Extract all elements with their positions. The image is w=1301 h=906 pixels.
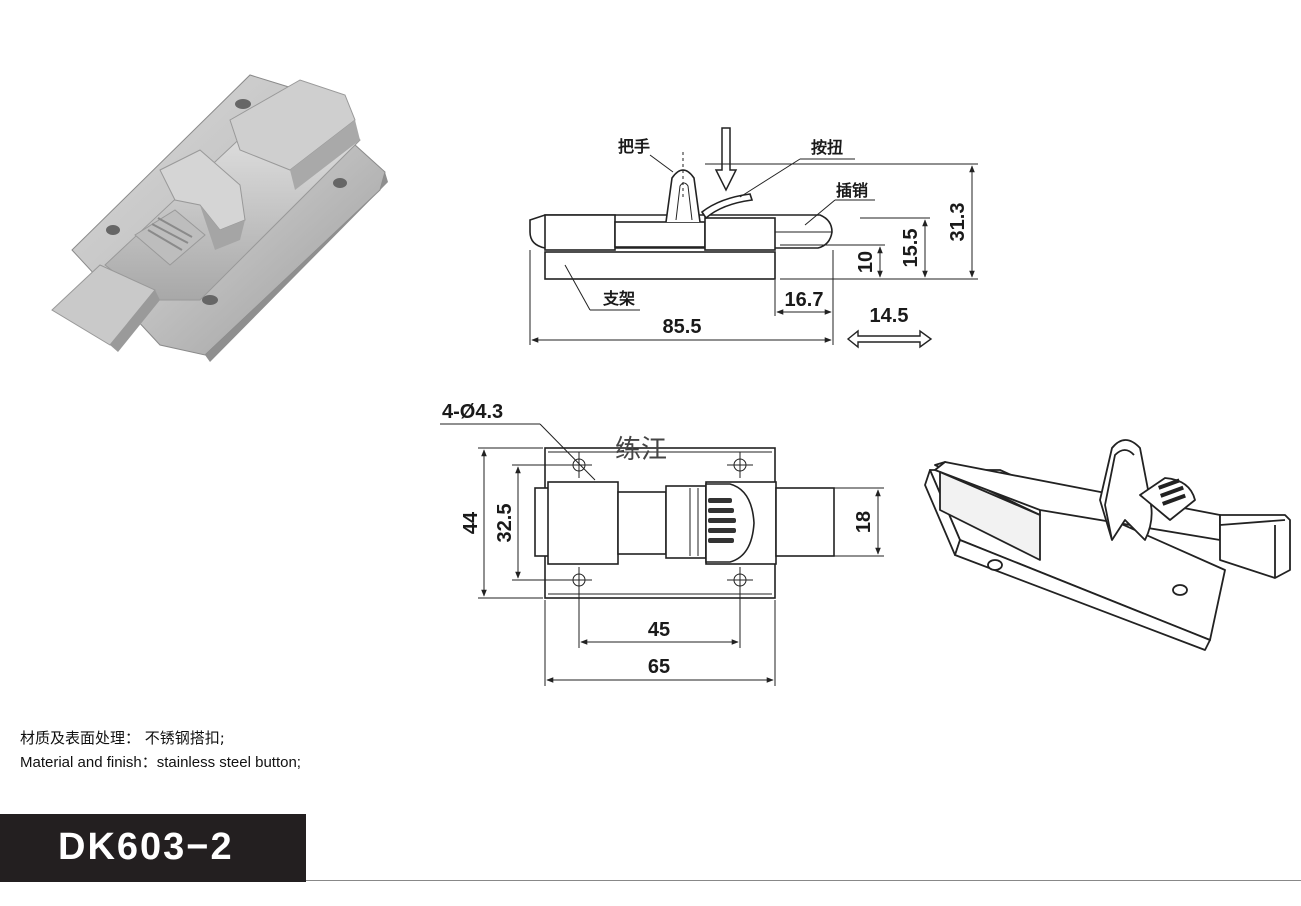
bracket-label: 支架 xyxy=(602,289,635,308)
dim-height-low: 10 xyxy=(855,251,877,273)
product-render xyxy=(51,74,388,362)
dim-width: 85.5 xyxy=(663,316,702,338)
handle-label: 把手 xyxy=(618,137,650,156)
holes-label: 4-Ø4.3 xyxy=(442,401,503,423)
dim-travel: 14.5 xyxy=(870,305,909,327)
divider xyxy=(306,880,1301,881)
side-view: 把手 按扭 插销 支架 85.5 16.7 14.5 10 15.5 31.3 xyxy=(529,127,978,349)
dim-pin-length: 16.7 xyxy=(785,289,824,311)
dim-height-total: 31.3 xyxy=(947,203,969,242)
material-en: Material and finish：stainless steel butt… xyxy=(20,754,301,771)
dim-top-width: 65 xyxy=(648,656,670,678)
dim-pin-height: 18 xyxy=(853,511,875,533)
material-cn: 材质及表面处理： 不锈钢搭扣; xyxy=(20,729,225,747)
top-view: 4-Ø4.3 练江 44 32.5 18 45 65 xyxy=(440,401,884,686)
isometric-view xyxy=(924,439,1291,651)
button-label: 按扭 xyxy=(811,138,843,157)
dim-hole-spacing: 45 xyxy=(648,619,670,641)
model-number: DK603−2 xyxy=(58,826,234,868)
watermark: 练江 xyxy=(615,435,667,465)
model-bar xyxy=(0,814,306,882)
dim-height-mid: 15.5 xyxy=(900,229,922,268)
dim-top-height: 44 xyxy=(460,511,482,534)
pin-label: 插销 xyxy=(836,181,868,200)
dim-top-inner-height: 32.5 xyxy=(494,504,516,543)
